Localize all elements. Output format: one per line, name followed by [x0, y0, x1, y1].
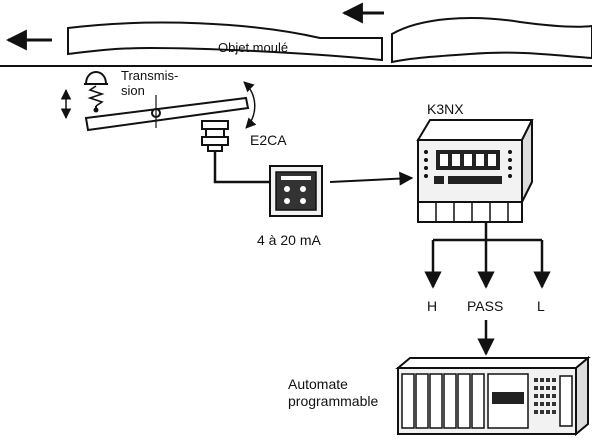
sensor-cable: [213, 151, 270, 184]
output-high-label: H: [427, 298, 437, 314]
output-branches: [424, 222, 551, 289]
rotation-arrow: [243, 81, 257, 129]
meter-label: K3NX: [427, 101, 464, 117]
signal-label: 4 à 20 mA: [257, 232, 321, 248]
molded-part-1: [67, 21, 383, 62]
transmission-label-1: Transmis-: [121, 68, 178, 83]
amplifier-icon: [269, 165, 323, 217]
plc-label-2: programmable: [288, 393, 378, 409]
molded-part-2: [391, 17, 592, 64]
transmission-label-2: sion: [121, 83, 145, 98]
output-low-label: L: [537, 298, 545, 314]
plc-icon: [395, 355, 591, 437]
sensor-head-icon: [201, 120, 229, 152]
sensor-label: E2CA: [250, 132, 287, 148]
digital-meter-icon: [416, 119, 534, 223]
transmission-lever: [84, 95, 250, 132]
molded-part-label: Objet moulé: [218, 40, 288, 55]
output-pass-label: PASS: [467, 298, 503, 314]
plc-label-1: Automate: [288, 376, 348, 392]
signal-arrow: [329, 171, 414, 186]
sensor-probe-icon: [84, 71, 108, 113]
